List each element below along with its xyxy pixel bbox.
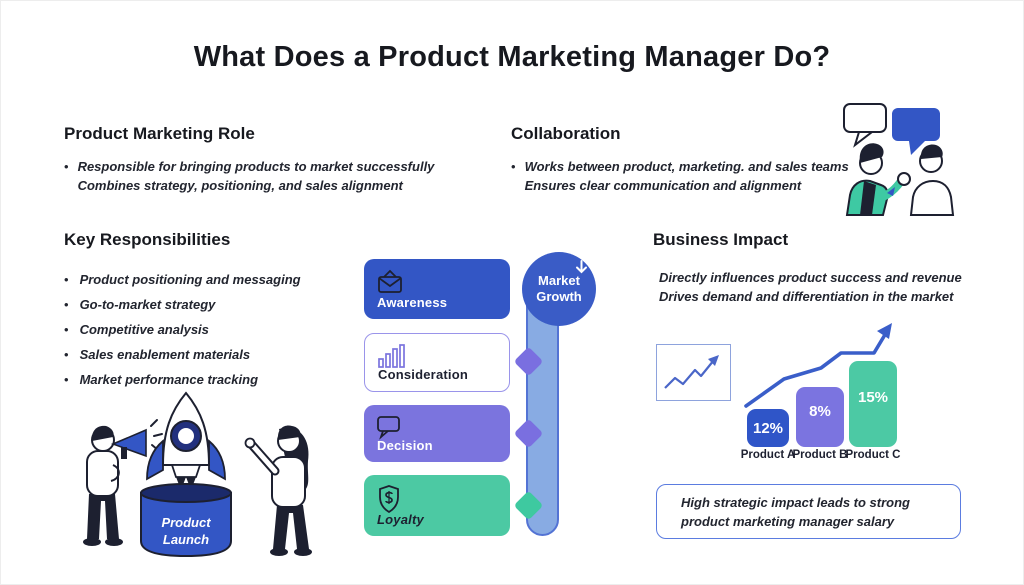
list-item: Market performance tracking bbox=[64, 370, 374, 389]
bullet-dot bbox=[64, 320, 69, 339]
down-arrow-icon bbox=[576, 260, 587, 274]
business-impact-line-1: Directly influences product success and … bbox=[659, 270, 962, 285]
bar-category-label: Product C bbox=[845, 449, 901, 461]
callout-line-2: product marketing manager salary bbox=[681, 513, 895, 529]
bar-value: 8% bbox=[809, 403, 831, 420]
person-right bbox=[909, 144, 955, 216]
list-item: Go-to-market strategy bbox=[64, 295, 374, 314]
speech-bubble-icon bbox=[377, 416, 400, 440]
business-impact-heading: Business Impact bbox=[653, 230, 789, 249]
bullet-dot bbox=[511, 157, 516, 195]
bullet-dot bbox=[64, 270, 69, 289]
bar-product-c: 15% bbox=[849, 361, 897, 447]
role-heading: Product Marketing Role bbox=[64, 124, 255, 143]
person-with-megaphone bbox=[83, 419, 163, 546]
list-item: Product positioning and messaging bbox=[64, 270, 374, 289]
bar-category-label: Product B bbox=[792, 449, 848, 461]
bar-category-label: Product A bbox=[740, 449, 796, 461]
bucket-label-line2: Launch bbox=[163, 532, 209, 547]
callout-line-1: High strategic impact leads to strong bbox=[681, 494, 910, 510]
section-product-marketing-role: Product Marketing Role Responsible for b… bbox=[64, 124, 474, 195]
stage-label: Consideration bbox=[378, 367, 468, 382]
role-line-1: Responsible for bringing products to mar… bbox=[77, 159, 435, 174]
bar-product-a: 12% bbox=[747, 409, 789, 447]
bar-value: 12% bbox=[752, 419, 784, 437]
funnel-stage-awareness: Awareness bbox=[364, 259, 510, 319]
role-line-2: Combines strategy, positioning, and sale… bbox=[77, 178, 403, 193]
funnel-stage-loyalty: Loyalty bbox=[364, 475, 510, 536]
bullet-dot bbox=[64, 345, 69, 364]
section-collaboration: Collaboration Works between product, mar… bbox=[511, 124, 911, 195]
shield-dollar-icon bbox=[379, 485, 399, 514]
market-growth-line2: Growth bbox=[536, 289, 582, 304]
stage-label: Decision bbox=[377, 438, 433, 453]
collaboration-line-2: Ensures clear communication and alignmen… bbox=[524, 178, 802, 193]
market-growth-badge: Market Growth bbox=[522, 252, 596, 326]
product-launch-illustration: Product Launch bbox=[83, 391, 312, 558]
business-impact-line-2: Drives demand and differentiation in the… bbox=[659, 289, 954, 304]
stage-label: Loyalty bbox=[377, 512, 424, 527]
bar-product-b: 8% bbox=[796, 387, 844, 447]
market-growth-line1: Market bbox=[538, 273, 580, 288]
launch-bucket: Product Launch bbox=[140, 483, 232, 558]
section-business-impact: Business Impact Directly influences prod… bbox=[653, 230, 983, 306]
collaboration-line-1: Works between product, marketing. and sa… bbox=[524, 159, 849, 174]
collaboration-people-illustration bbox=[843, 103, 955, 216]
salary-callout: High strategic impact leads to strong pr… bbox=[656, 484, 961, 539]
list-item: Competitive analysis bbox=[64, 320, 374, 339]
section-key-responsibilities: Key Responsibilities Product positioning… bbox=[64, 230, 374, 395]
funnel-stage-decision: Decision bbox=[364, 405, 510, 462]
bar-chart-icon bbox=[378, 344, 405, 368]
speech-bubbles-icon bbox=[843, 103, 940, 155]
bucket-label-line1: Product bbox=[161, 515, 211, 530]
page-title: What Does a Product Marketing Manager Do… bbox=[193, 41, 831, 73]
bullet-dot bbox=[64, 295, 69, 314]
envelope-icon bbox=[378, 269, 402, 293]
person-left bbox=[845, 143, 911, 216]
bar-value: 15% bbox=[857, 389, 889, 406]
bullet-dot bbox=[64, 157, 69, 195]
trend-line-icon bbox=[664, 355, 719, 389]
stage-label: Awareness bbox=[377, 295, 448, 310]
mini-line-chart bbox=[656, 344, 731, 401]
rocket-icon bbox=[146, 391, 226, 490]
bullet-dot bbox=[64, 370, 69, 389]
person-pointing bbox=[244, 425, 312, 556]
list-item: Sales enablement materials bbox=[64, 345, 374, 364]
growth-trend-arrow bbox=[744, 323, 892, 408]
key-responsibilities-list: Product positioning and messaging Go-to-… bbox=[64, 270, 374, 389]
key-responsibilities-heading: Key Responsibilities bbox=[64, 230, 231, 249]
collaboration-heading: Collaboration bbox=[511, 124, 621, 143]
funnel-stage-consideration: Consideration bbox=[364, 333, 510, 392]
